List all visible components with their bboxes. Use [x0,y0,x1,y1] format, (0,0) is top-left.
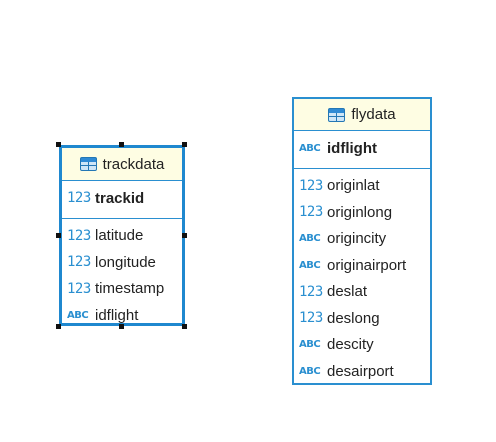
attribute-label: deslong [327,309,380,327]
string-type-icon: ABC [299,339,321,351]
entity-title: trackdata [102,155,165,173]
attribute-row[interactable]: ABC idflight [62,302,182,329]
attribute-label: origincity [327,230,387,248]
attributes-section: 123 latitude 123 longitude 123 timestamp… [62,219,182,333]
numeric-type-icon: 123 [299,177,323,194]
attribute-label: idflight [95,306,139,324]
attribute-row-primary-key[interactable]: 123 trackid [62,185,182,212]
string-type-icon: ABC [299,142,321,154]
attribute-row-primary-key[interactable]: ABC idflight [294,135,430,162]
string-type-icon: ABC [299,365,321,377]
entity-title: flydata [351,106,396,123]
table-icon [79,157,97,171]
attribute-label: originlat [327,177,380,195]
attribute-row[interactable]: 123 originlat [294,173,430,200]
attribute-row[interactable]: 123 latitude [62,223,182,250]
attribute-row[interactable]: 123 deslat [294,279,430,306]
numeric-type-icon: 123 [67,190,91,207]
resize-handle-middle-right[interactable] [182,233,187,238]
attribute-row[interactable]: 123 longitude [62,249,182,276]
attribute-label: timestamp [95,280,165,298]
attribute-row[interactable]: ABC descity [294,332,430,359]
attribute-label: idflight [327,139,377,157]
numeric-type-icon: 123 [299,204,323,221]
entity-flydata[interactable]: flydata ABC idflight 123 originlat 123 o… [292,97,432,385]
attribute-label: latitude [95,227,144,245]
attribute-label: longitude [95,253,156,271]
attributes-section: 123 originlat 123 originlong ABC originc… [294,169,430,389]
numeric-type-icon: 123 [299,283,323,300]
attribute-row[interactable]: 123 originlong [294,199,430,226]
attribute-row[interactable]: 123 deslong [294,305,430,332]
attribute-row[interactable]: ABC originairport [294,252,430,279]
table-icon [328,107,346,122]
string-type-icon: ABC [67,309,89,321]
attribute-label: originlong [327,203,393,221]
entity-header-trackdata[interactable]: trackdata [62,148,182,181]
attribute-label: descity [327,336,374,354]
attribute-row[interactable]: 123 timestamp [62,276,182,303]
resize-handle-middle-left[interactable] [56,233,61,238]
primary-key-section: ABC idflight [294,131,430,169]
entity-header-flydata[interactable]: flydata [294,99,430,131]
attribute-label: originairport [327,256,407,274]
resize-handle-bottom-center[interactable] [119,324,124,329]
attribute-row[interactable]: ABC desairport [294,358,430,385]
resize-handle-bottom-right[interactable] [182,324,187,329]
numeric-type-icon: 123 [299,310,323,327]
resize-handle-top-left[interactable] [56,142,61,147]
resize-handle-top-right[interactable] [182,142,187,147]
resize-handle-top-center[interactable] [119,142,124,147]
string-type-icon: ABC [299,233,321,245]
resize-handle-bottom-left[interactable] [56,324,61,329]
primary-key-section: 123 trackid [62,181,182,219]
numeric-type-icon: 123 [67,227,91,244]
numeric-type-icon: 123 [67,254,91,271]
attribute-label: desairport [327,362,394,380]
entity-trackdata[interactable]: trackdata 123 trackid 123 latitude 123 l… [59,145,185,326]
attribute-row[interactable]: ABC origincity [294,226,430,253]
numeric-type-icon: 123 [67,280,91,297]
attribute-label: trackid [95,189,145,207]
attribute-label: deslat [327,283,368,301]
string-type-icon: ABC [299,259,321,271]
